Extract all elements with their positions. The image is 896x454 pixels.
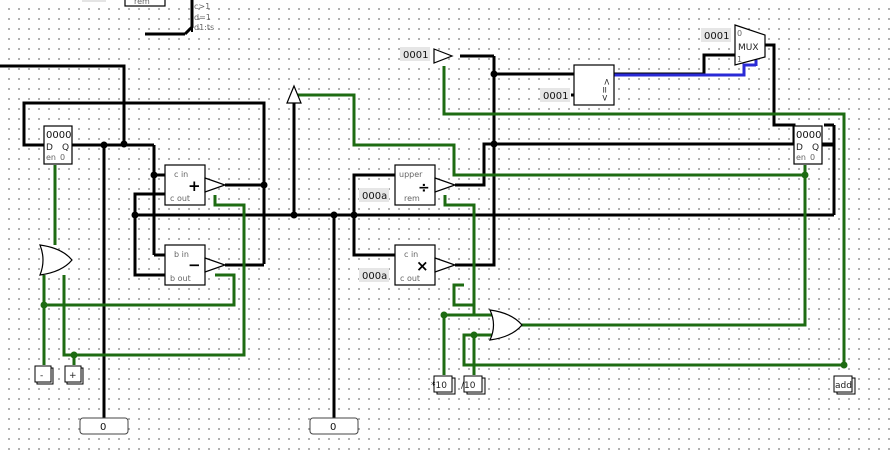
svg-text:/10: /10 (461, 381, 476, 391)
black-wires (0, 43, 836, 418)
adder-plus-icon: + (188, 177, 201, 195)
add-button[interactable]: add (833, 375, 856, 395)
constant-c3: 0001 (701, 28, 731, 42)
constant-c4: 000a (359, 188, 389, 202)
mux-input-1: 1 (737, 55, 742, 64)
top-partial-pin-3: d1:ts (194, 23, 214, 32)
svg-text:000a: 000a (362, 191, 387, 202)
subtractor-bout: b out (170, 274, 191, 283)
junction-dots-green (40, 171, 848, 369)
mux-label: MUX (738, 43, 759, 53)
left-register[interactable]: 0000 D Q en 0 (43, 125, 73, 165)
top-partial-pin-2: d=1 (194, 13, 211, 22)
left-output-display: 0 (79, 417, 129, 435)
comparator-to-mux-bus (614, 63, 756, 77)
or-gate-right[interactable] (488, 309, 523, 341)
left-register-d: D (46, 143, 53, 153)
svg-text:000a: 000a (362, 271, 387, 282)
left-register-en: en (46, 153, 56, 162)
left-register-zero: 0 (60, 153, 65, 162)
svg-text:0001: 0001 (543, 91, 568, 102)
top-partial-component: rem c>1 d=1 d1:ts (82, 0, 214, 36)
right-register-value: 0000 (796, 130, 821, 141)
adder-cout: c out (170, 194, 190, 203)
svg-text:-: - (40, 371, 43, 381)
subtractor-bin: b in (174, 250, 189, 259)
green-wires (42, 66, 846, 375)
multiplier-cin: c in (404, 250, 418, 259)
plus-button[interactable]: + (64, 365, 84, 385)
right-output-display: 0 (309, 417, 359, 435)
constant-c2: 0001 (540, 88, 570, 102)
or-gate-left[interactable] (39, 244, 73, 276)
adder-block[interactable]: c in c out + (164, 164, 227, 206)
constant-c5: 000a (359, 268, 389, 282)
comparator-eq: = (599, 86, 609, 94)
svg-text:add: add (835, 381, 852, 391)
divider-upper: upper (399, 170, 423, 179)
top-partial-rem-label: rem (134, 0, 150, 6)
up-arrow-icon (286, 84, 302, 104)
comparator-lt: < (601, 78, 611, 86)
junction-dots (100, 70, 498, 219)
adder-cin: c in (174, 170, 188, 179)
multiplier-icon: × (416, 257, 429, 275)
svg-text:0: 0 (100, 422, 106, 433)
right-register-en: en (796, 153, 806, 162)
right-register-d: D (796, 143, 803, 153)
comparator-block[interactable]: < = > (573, 64, 615, 106)
top-partial-pin-1: c>1 (194, 2, 210, 11)
minus-button[interactable]: - (34, 365, 54, 385)
right-register-zero: 0 (810, 153, 815, 162)
times-ten-button[interactable]: *10 (431, 375, 456, 395)
left-register-value: 0000 (46, 130, 71, 141)
comparator-gt: > (599, 94, 609, 102)
div-ten-button[interactable]: /10 (461, 375, 486, 395)
mux-block[interactable]: 0 MUX 1 (734, 24, 766, 66)
divider-icon: ÷ (418, 180, 430, 196)
svg-text:0: 0 (330, 422, 336, 433)
multiplier-block[interactable]: c in c out × (394, 244, 457, 286)
subtractor-block[interactable]: b in b out − (164, 244, 227, 286)
multiplier-cout: c out (400, 274, 420, 283)
mux-input-0: 0 (737, 29, 742, 38)
right-register-q: Q (812, 143, 819, 153)
divider-rem: rem (404, 194, 420, 203)
right-register[interactable]: 0000 D Q en 0 (793, 125, 823, 165)
left-register-q: Q (62, 143, 69, 153)
svg-text:+: + (69, 371, 77, 381)
divider-block[interactable]: upper rem ÷ (394, 164, 457, 206)
svg-text:0001: 0001 (403, 50, 428, 61)
svg-text:0001: 0001 (704, 31, 729, 42)
svg-text:*10: *10 (431, 381, 447, 391)
subtractor-minus-icon: − (188, 256, 201, 274)
constant-c1: 0001 (400, 47, 454, 64)
